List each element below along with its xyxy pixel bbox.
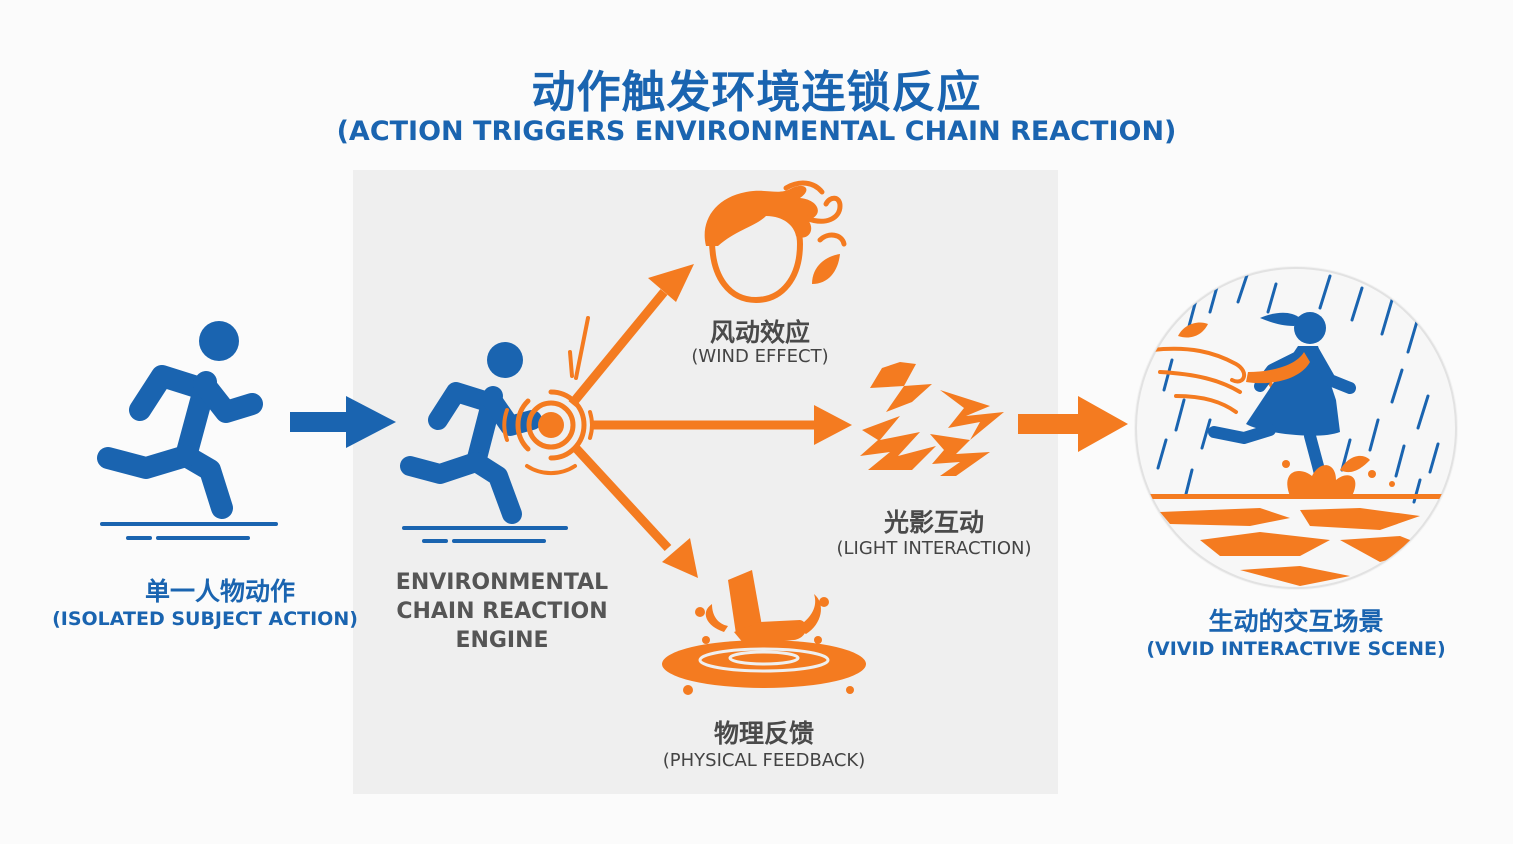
puddle-splash-icon [662, 570, 866, 695]
input-label-en: (ISOLATED SUBJECT ACTION) [52, 608, 358, 630]
physical-label-en: (PHYSICAL FEEDBACK) [662, 750, 866, 771]
engine-panel [353, 170, 1058, 794]
running-girl-icon [1208, 312, 1356, 496]
arrow-to-physical [570, 442, 698, 578]
vivid-scene-illustration [1134, 266, 1458, 590]
engine-runner-icon [400, 342, 542, 524]
splash-puddle-icon [1136, 455, 1456, 586]
arrow-engine-to-output [1018, 396, 1128, 452]
rain-lines [1156, 268, 1440, 504]
wind-label-zh: 风动效应 [709, 318, 810, 347]
output-label-en: (VIVID INTERACTIVE SCENE) [1146, 638, 1446, 660]
engine-label: ENVIRONMENTAL CHAIN REACTION ENGINE [372, 568, 632, 655]
light-label-zh: 光影互动 [883, 508, 984, 537]
ground-lines [100, 522, 278, 540]
arrow-to-light [590, 405, 852, 445]
wind-hair-icon [704, 180, 847, 304]
title-en: (ACTION TRIGGERS ENVIRONMENTAL CHAIN REA… [336, 116, 1177, 147]
wind-label-en: (WIND EFFECT) [691, 346, 829, 367]
impact-burst-icon [502, 316, 594, 476]
output-label-zh: 生动的交互场景 [1208, 607, 1384, 636]
engine-label-line2: CHAIN REACTION [396, 599, 608, 624]
lightning-icon [860, 362, 1004, 476]
running-person-icon [97, 321, 263, 519]
scarf-icon [1246, 352, 1310, 384]
engine-label-line3: ENGINE [455, 628, 549, 653]
engine-label-line1: ENVIRONMENTAL [395, 570, 609, 595]
physical-label-zh: 物理反馈 [713, 719, 814, 748]
title-zh: 动作触发环境连锁反应 [531, 67, 982, 118]
arrow-input-to-engine [290, 396, 396, 448]
engine-ground-lines [402, 526, 568, 543]
light-label-en: (LIGHT INTERACTION) [836, 538, 1032, 559]
leaf-icon [1178, 322, 1208, 338]
input-label-zh: 单一人物动作 [144, 577, 295, 606]
arrow-to-wind [568, 264, 694, 407]
